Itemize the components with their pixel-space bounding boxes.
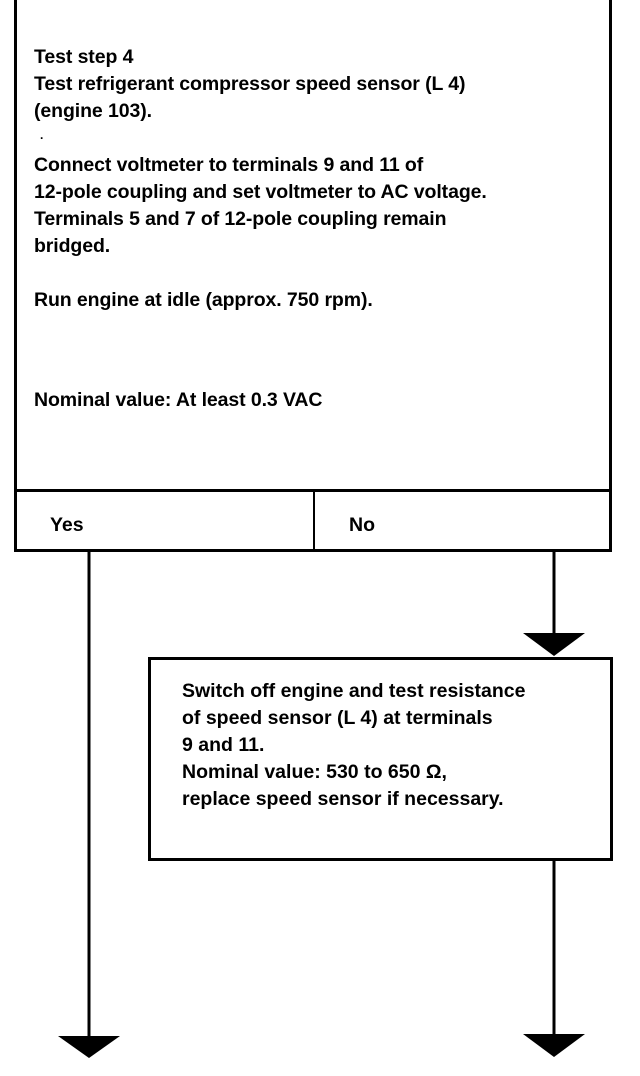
nominal-value: Nominal value: At least 0.3 VAC [34, 389, 323, 411]
no-action-line-2: of speed sensor (L 4) at terminals [182, 707, 493, 729]
no-action-content: Switch off engine and test resistance of… [182, 678, 602, 813]
no-arrowhead-icon [523, 633, 585, 656]
no-action-line-4: Nominal value: 530 to 650 Ω, [182, 761, 447, 783]
test-step-content: Test step 4 Test refrigerant compressor … [34, 44, 604, 414]
run-instruction: Run engine at idle (approx. 750 rpm). [34, 289, 373, 311]
no-branch-label: No [349, 514, 375, 536]
step-description-line-1: Test refrigerant compressor speed sensor… [34, 73, 466, 95]
no-action-line-5: replace speed sensor if necessary. [182, 788, 504, 810]
yes-arrowhead-icon [58, 1036, 120, 1058]
stray-dot: . [40, 128, 44, 142]
branch-column-divider [313, 489, 315, 552]
step-description-line-2: (engine 103). [34, 100, 152, 122]
step-title: Test step 4 [34, 46, 134, 68]
instruction-line-1: Connect voltmeter to terminals 9 and 11 … [34, 154, 424, 176]
yes-branch-label: Yes [50, 514, 84, 536]
instruction-line-2: 12-pole coupling and set voltmeter to AC… [34, 181, 487, 203]
no-action-box [148, 657, 613, 861]
instruction-line-4: bridged. [34, 235, 111, 257]
no-action-line-3: 9 and 11. [182, 734, 265, 756]
no-action-arrowhead-icon [523, 1034, 585, 1057]
no-action-line-1: Switch off engine and test resistance [182, 680, 526, 702]
instruction-line-3: Terminals 5 and 7 of 12-pole coupling re… [34, 208, 447, 230]
